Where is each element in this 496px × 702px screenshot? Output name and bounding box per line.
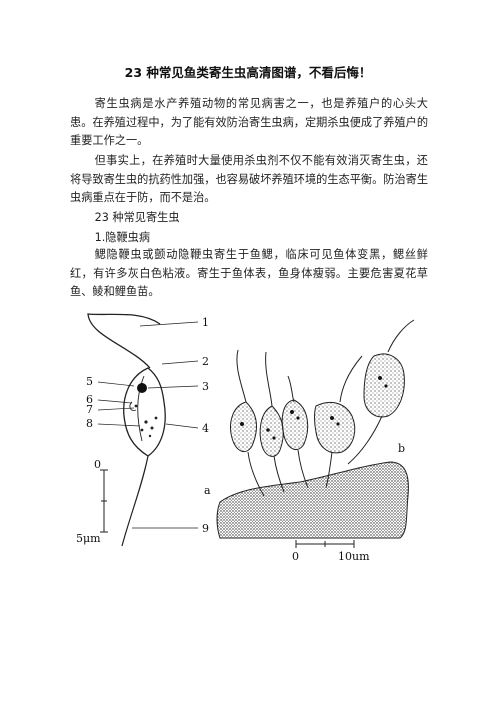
label-2: 2	[202, 355, 209, 368]
panel-b-tissue	[216, 461, 409, 539]
panel-b-parasites	[230, 319, 415, 497]
panel-b-label: b	[398, 442, 405, 455]
label-3: 3	[202, 380, 209, 393]
item-description: 鳃隐鞭虫或颤动隐鞭虫寄生于鱼鳃，临床可见鱼体变黑，鳃丝鲜红，有许多灰白色粘液。寄…	[70, 248, 428, 298]
label-8: 8	[86, 417, 93, 430]
item-heading: 1.隐鞭虫病	[94, 231, 151, 244]
right-scale-bar	[295, 540, 355, 548]
label-6: 6	[86, 393, 93, 406]
intro-paragraph: 寄生虫病是水产养殖动物的常见病害之一，也是养殖户的心头大患。在养殖过程中，为了能…	[70, 97, 429, 147]
label-9: 9	[202, 522, 209, 535]
left-scale-bar	[100, 469, 108, 533]
left-scale-zero: 0	[94, 458, 101, 471]
label-4: 4	[202, 422, 209, 435]
advice-paragraph: 但事实上，在养殖时大量使用杀虫剂不仅不能有效消灭寄生虫，还将导致寄生虫的抗药性加…	[70, 154, 429, 204]
label-5: 5	[86, 375, 93, 388]
label-leaders	[97, 321, 199, 529]
parasite-illustration: 1 2 3 4 5 6 7 8 9 a 0 5μm	[76, 313, 415, 563]
label-7: 7	[86, 403, 93, 416]
panel-a-label: a	[204, 484, 211, 497]
left-scale-unit: 5μm	[76, 532, 101, 545]
section-heading: 23 种常见寄生虫	[94, 211, 180, 224]
page-title: 23 种常见鱼类寄生虫高清图谱，不看后悔！	[124, 65, 372, 80]
right-scale-unit: 10um	[338, 550, 370, 563]
panel-a-organism	[87, 313, 166, 547]
label-1: 1	[202, 316, 209, 329]
right-scale-zero: 0	[292, 550, 299, 563]
